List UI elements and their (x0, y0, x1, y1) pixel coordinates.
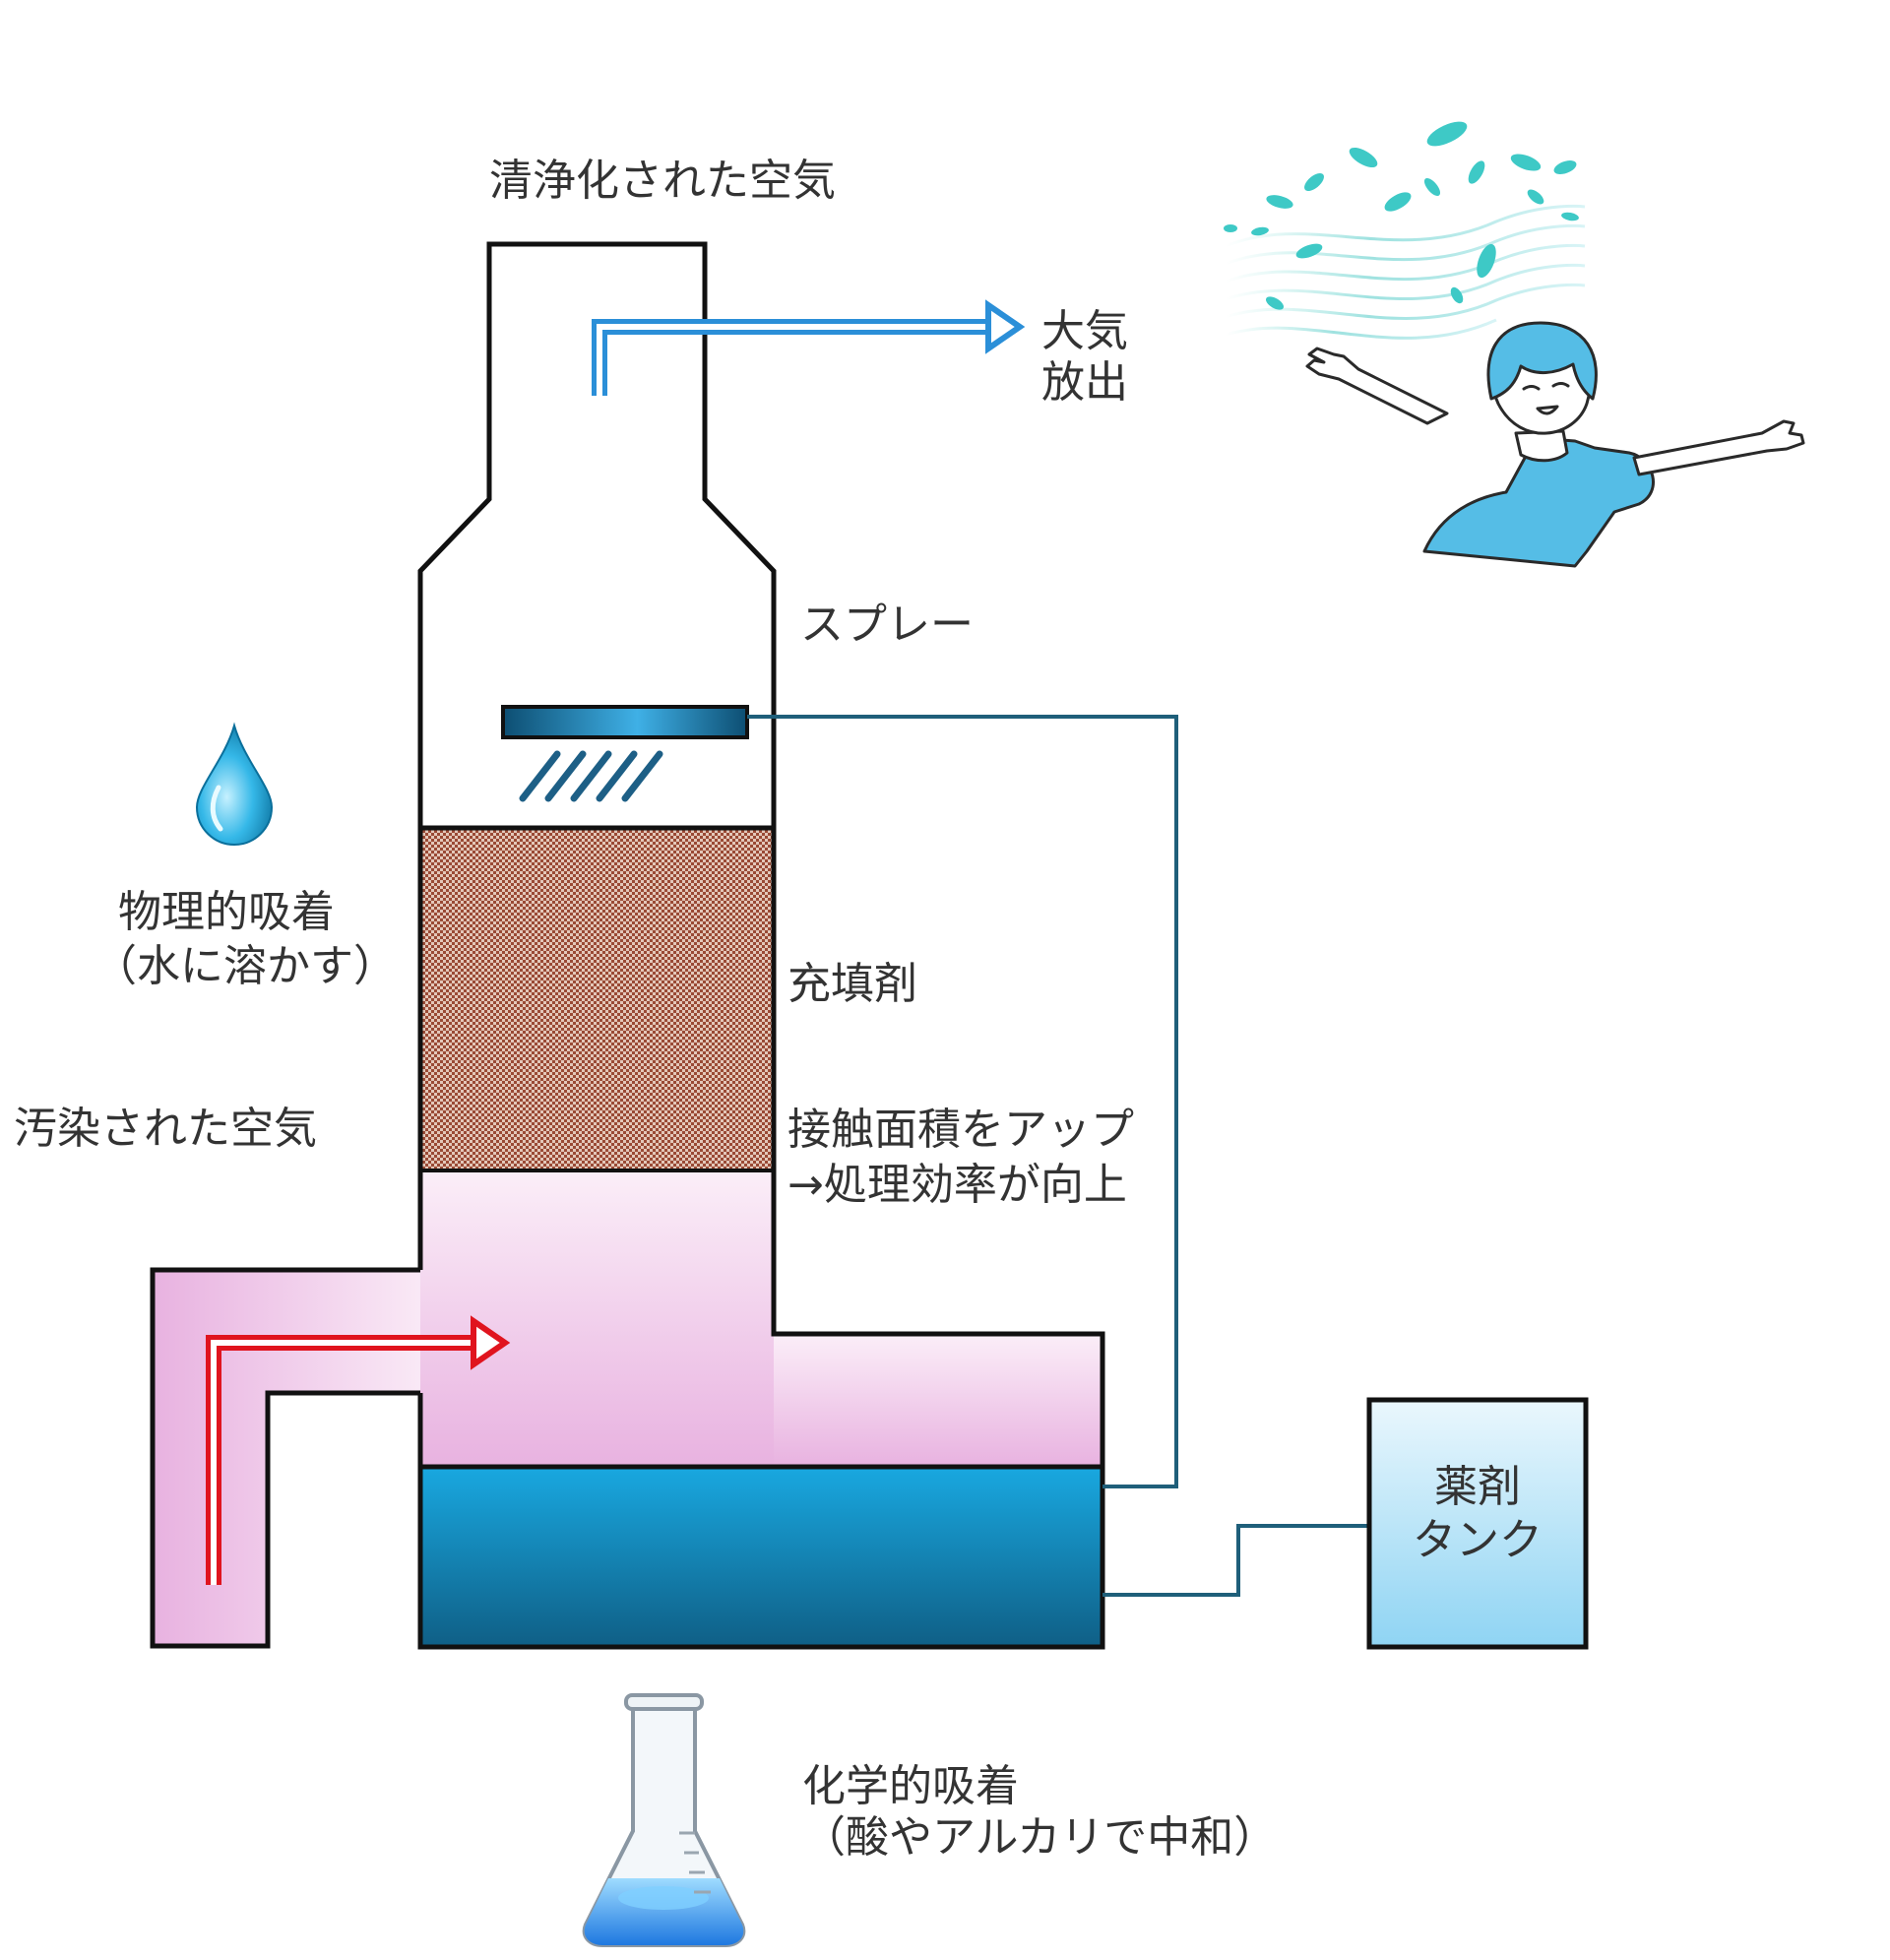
tower-outline (417, 241, 1105, 1650)
chemical-adsorption-label: 化学的吸着 (802, 1761, 1019, 1811)
polluted-air-label: 汚染された空気 (14, 1104, 317, 1154)
water-basin (420, 1467, 1102, 1647)
side-chamber (774, 1334, 1102, 1467)
relaxed-person-illustration (1305, 321, 1805, 568)
spray-streams (519, 750, 663, 802)
clean-air-arrowhead (985, 299, 1026, 354)
physical-adsorption-sublabel: （水に溶かす） (94, 941, 397, 991)
inlet-duct (153, 1270, 448, 1646)
fresh-breeze-illustration (1224, 121, 1586, 340)
release-label-line1: 大気 (1041, 306, 1128, 356)
spray-bar (501, 705, 749, 739)
flask-icon (582, 1693, 746, 1947)
tank-label-line1: 薬剤 (1434, 1462, 1521, 1512)
release-label-line2: 放出 (1041, 357, 1128, 408)
spray-label: スプレー (800, 600, 974, 650)
chemical-tank (1366, 1397, 1589, 1650)
tank-feed-pipe (1102, 1524, 1369, 1597)
packing-bed (420, 828, 774, 1170)
clean-air-label: 清浄化された空気 (489, 156, 836, 206)
contact-area-label-line1: 接触面積をアップ (788, 1105, 1134, 1155)
packing-label: 充填剤 (788, 959, 917, 1009)
tank-label: 薬剤 タンク (1369, 1461, 1586, 1567)
water-drop-icon (195, 722, 274, 847)
chemical-adsorption-sublabel: （酸やアルカリで中和） (802, 1812, 1278, 1863)
polluted-air-arrowhead (471, 1315, 511, 1370)
lower-gas-chamber (420, 1170, 774, 1467)
tank-label-line2: タンク (1413, 1515, 1543, 1565)
physical-adsorption-label: 物理的吸着 (118, 887, 335, 937)
recirculation-pipe (747, 715, 1178, 1488)
clean-air-flow-arrow (592, 319, 1002, 396)
inlet-duct-outline (150, 1267, 448, 1649)
contact-area-label-line2: →処理効率が向上 (788, 1160, 1127, 1210)
